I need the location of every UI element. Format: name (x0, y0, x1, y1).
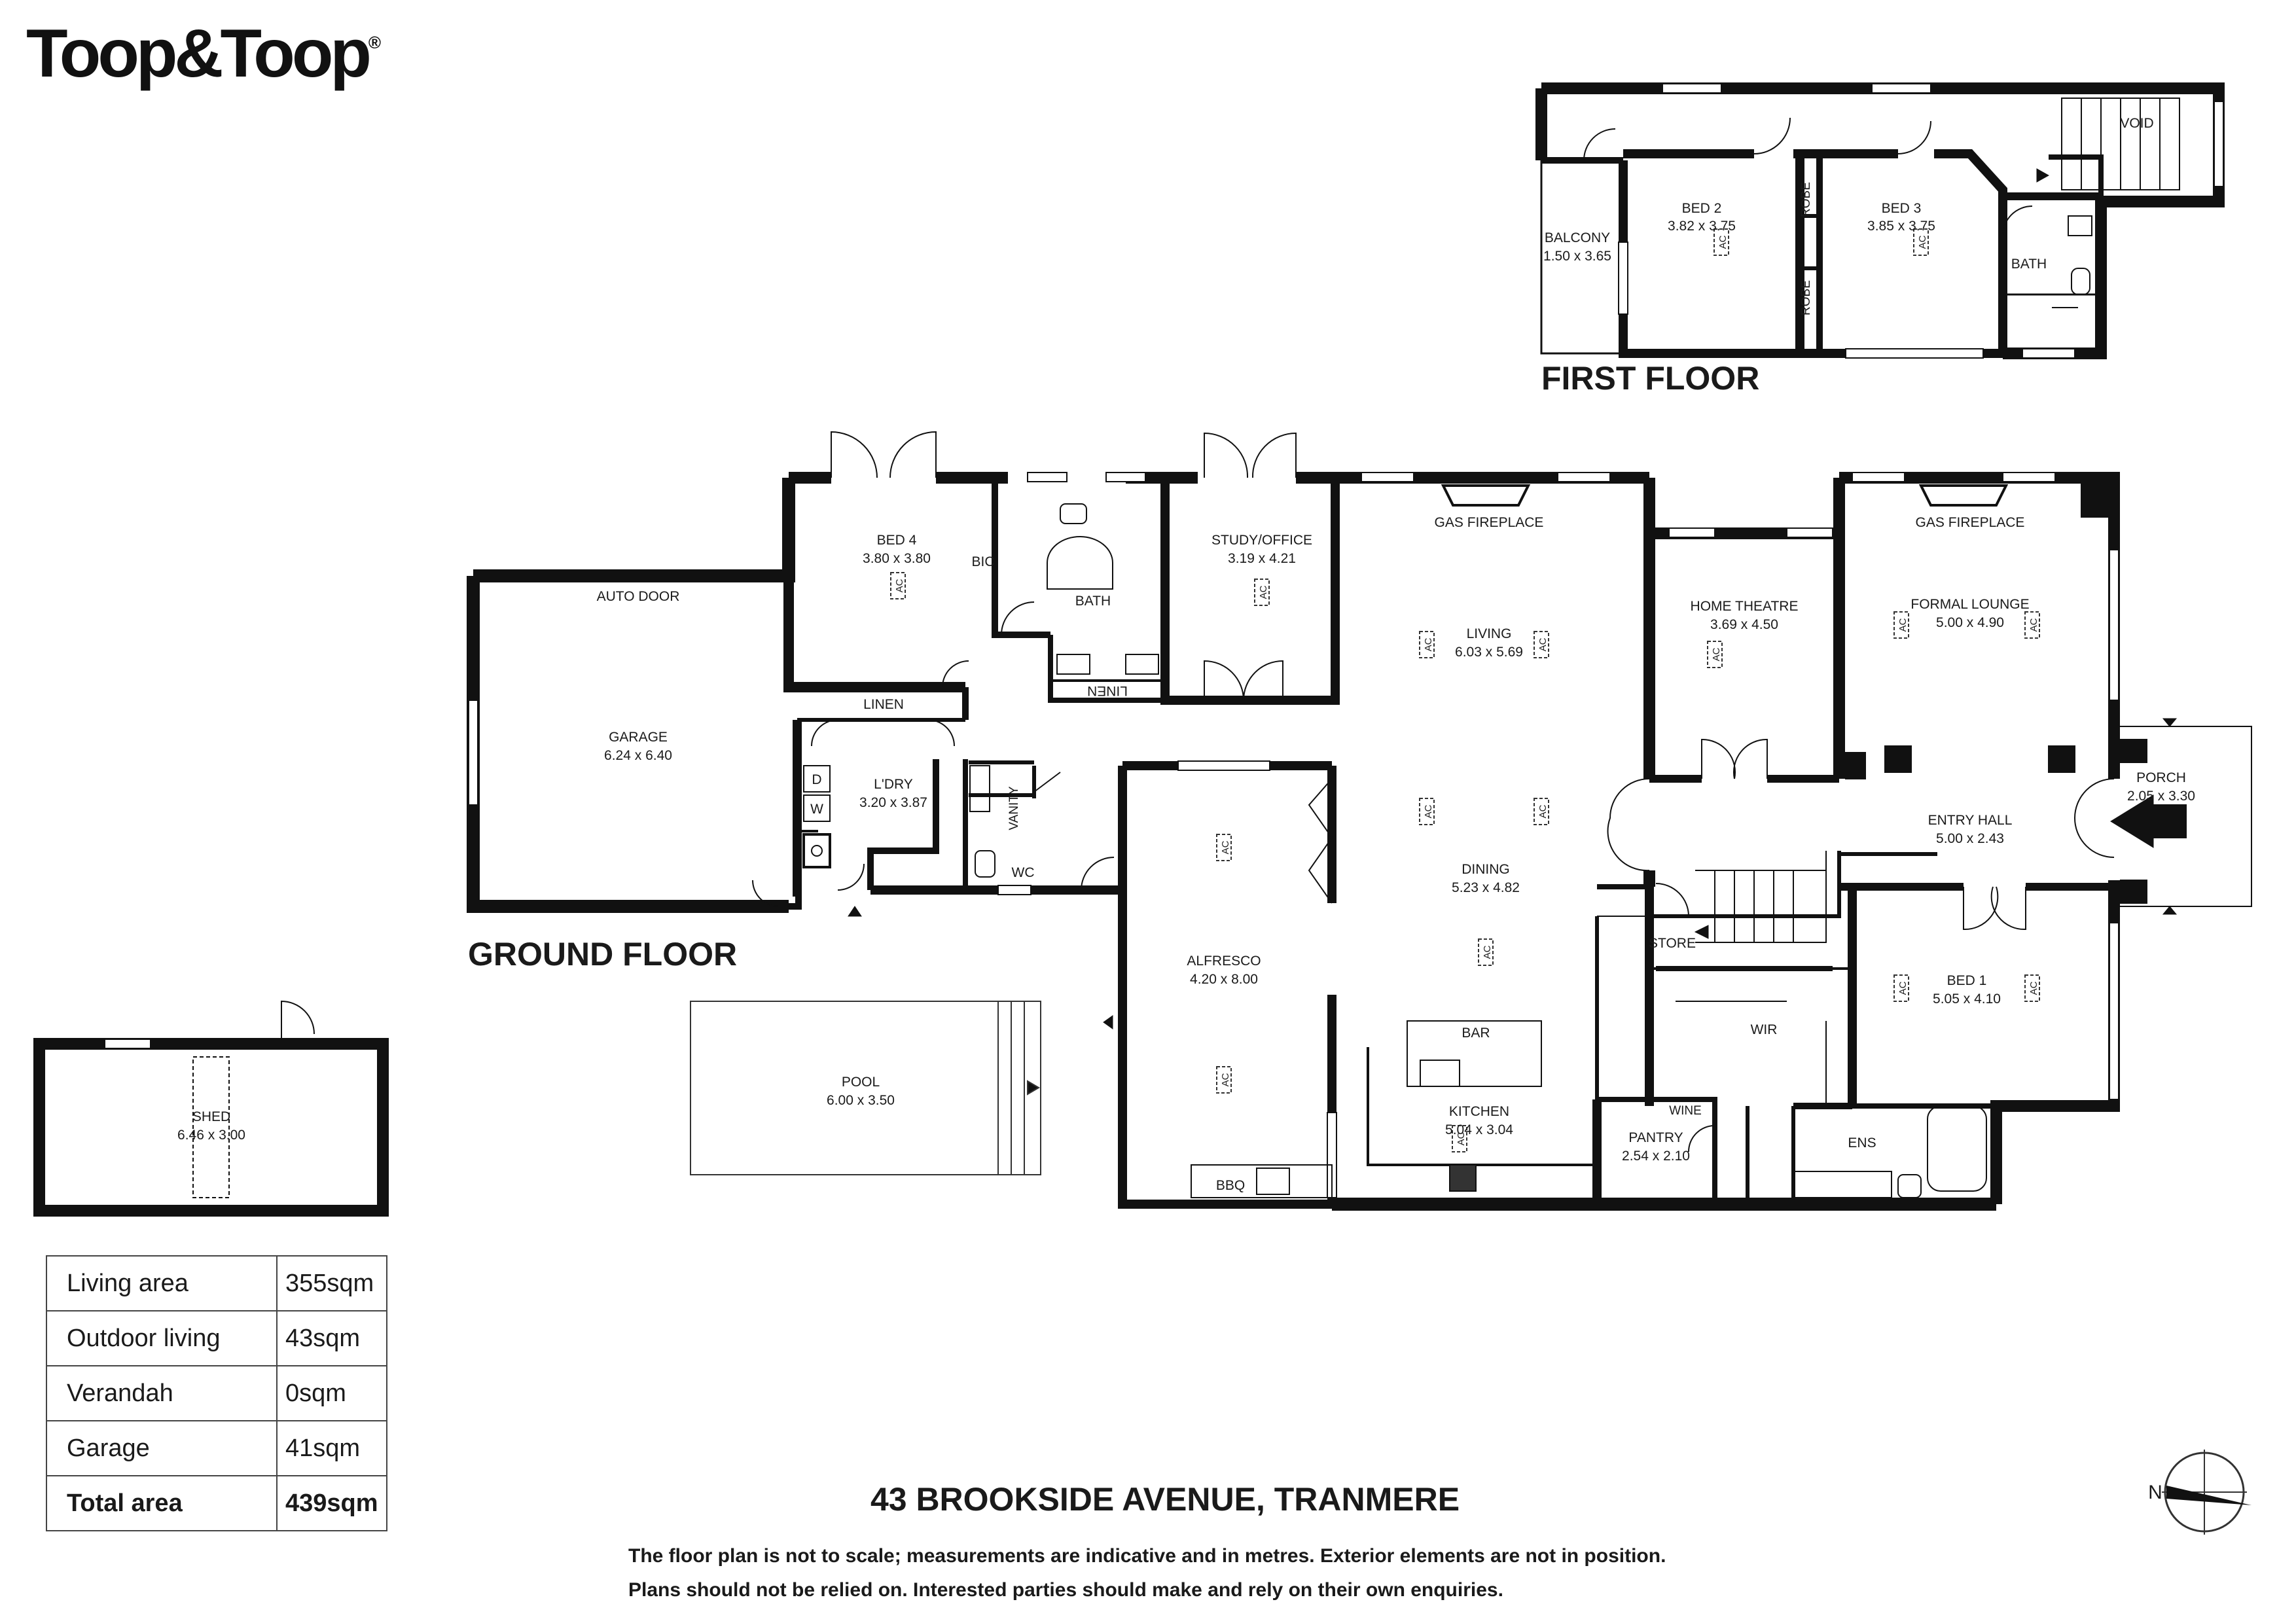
bed3-size: 3.85 x 3.75 (1867, 219, 1935, 234)
lower-bath-label: BATH (1075, 594, 1111, 609)
laundry-size: 3.20 x 3.87 (859, 795, 927, 810)
dining-size: 5.23 x 4.82 (1452, 880, 1520, 895)
registered-mark: ® (368, 33, 382, 52)
gas-fireplace-living-label: GAS FIREPLACE (1435, 515, 1544, 530)
alfresco-label: ALFRESCO (1187, 954, 1261, 969)
living-label: LIVING (1467, 626, 1512, 641)
pool-label: POOL (842, 1075, 880, 1090)
vanity-label: VANITY (1007, 786, 1021, 830)
shed-label: SHED (192, 1109, 230, 1124)
washer-label: W (810, 802, 823, 817)
disclaimer-line-1: The floor plan is not to scale; measurem… (628, 1545, 1666, 1567)
pantry-size: 2.54 x 2.10 (1622, 1149, 1690, 1164)
entry-hall-label: ENTRY HALL (1928, 813, 2013, 828)
porch-label: PORCH (2136, 770, 2186, 785)
room-labels: BALCONY 1.50 x 3.65 BED 2 3.82 x 3.75 BE… (177, 116, 2195, 1503)
home-theatre-label: HOME THEATRE (1691, 599, 1799, 614)
pantry-label: PANTRY (1628, 1130, 1683, 1145)
porch-size: 2.05 x 3.30 (2127, 789, 2195, 804)
compass-rose (2162, 1450, 2251, 1535)
floor-headings: FIRST FLOOR GROUND FLOOR (468, 360, 1759, 972)
store-label: STORE (1649, 936, 1696, 951)
bic-label: BIC (971, 554, 994, 569)
bar-label: BAR (1462, 1026, 1490, 1041)
area-label: Garage (46, 1420, 278, 1476)
kitchen-size: 5.04 x 3.04 (1445, 1122, 1513, 1137)
brand-logo: Toop&Toop® (26, 20, 381, 88)
bed2-size: 3.82 x 3.75 (1668, 219, 1736, 234)
dryer-label: D (812, 772, 821, 787)
robe-label-2: ROBE (1799, 280, 1813, 315)
area-value: 41sqm (276, 1420, 387, 1476)
first-floor-heading: FIRST FLOOR (1541, 360, 1759, 397)
auto-door-label: AUTO DOOR (597, 589, 680, 604)
formal-lounge-size: 5.00 x 4.90 (1936, 615, 2004, 630)
wir-label: WIR (1751, 1022, 1778, 1037)
garage-label: GARAGE (609, 730, 668, 745)
balcony-size: 1.50 x 3.65 (1543, 249, 1611, 264)
linen-label-1: LINEN (863, 697, 904, 712)
bed3-label: BED 3 (1882, 201, 1922, 216)
study-label: STUDY/OFFICE (1211, 533, 1312, 548)
formal-lounge-label: FORMAL LOUNGE (1910, 597, 2029, 612)
entry-hall-size: 5.00 x 2.43 (1936, 831, 2004, 846)
shed-plan (33, 1000, 389, 1217)
ground-floor-heading: GROUND FLOOR (468, 936, 737, 972)
bed4-label: BED 4 (877, 533, 917, 548)
compass-north-label: N (2148, 1482, 2162, 1503)
dining-label: DINING (1462, 862, 1510, 877)
bed1-size: 5.05 x 4.10 (1933, 991, 2001, 1007)
area-value: 0sqm (276, 1365, 387, 1421)
brand-logo-text: Toop&Toop (26, 16, 372, 92)
property-address: 43 BROOKSIDE AVENUE, TRANMERE (870, 1481, 1460, 1518)
home-theatre-size: 3.69 x 4.50 (1710, 617, 1778, 632)
area-label: Outdoor living (46, 1310, 278, 1366)
laundry-label: L'DRY (874, 777, 913, 792)
study-size: 3.19 x 4.21 (1228, 551, 1296, 566)
bed1-label: BED 1 (1947, 973, 1987, 988)
upper-bath-label: BATH (2011, 257, 2047, 272)
robe-label-1: ROBE (1799, 182, 1813, 217)
pool-size: 6.00 x 3.50 (827, 1093, 895, 1108)
bbq-label: BBQ (1216, 1178, 1245, 1193)
disclaimer-line-2: Plans should not be relied on. Intereste… (628, 1579, 1503, 1601)
area-value: 439sqm (276, 1475, 387, 1531)
bed2-label: BED 2 (1682, 201, 1722, 216)
void-label: VOID (2120, 116, 2153, 131)
garage-size: 6.24 x 6.40 (604, 748, 672, 763)
balcony-label: BALCONY (1545, 230, 1610, 245)
shed-size: 6.46 x 3.00 (177, 1128, 245, 1143)
wine-label: WINE (1669, 1104, 1702, 1118)
bed4-size: 3.80 x 3.80 (863, 551, 931, 566)
area-label: Verandah (46, 1365, 278, 1421)
pool-plan (690, 1001, 1041, 1175)
disclaimer: The floor plan is not to scale; measurem… (628, 1539, 1666, 1607)
linen-label-2: LINEN (1087, 683, 1128, 698)
area-value: 43sqm (276, 1310, 387, 1366)
first-floor-plan (1535, 82, 2225, 359)
kitchen-label: KITCHEN (1449, 1104, 1509, 1119)
area-label: Total area (46, 1475, 278, 1531)
ground-floor-plan (467, 431, 2252, 1211)
living-size: 6.03 x 5.69 (1455, 645, 1523, 660)
ens-label: ENS (1848, 1135, 1876, 1150)
gas-fireplace-lounge-label: GAS FIREPLACE (1916, 515, 2025, 530)
area-value: 355sqm (276, 1255, 387, 1311)
wc-label: WC (1012, 865, 1035, 880)
ac-units (890, 228, 2040, 1152)
area-label: Living area (46, 1255, 278, 1311)
alfresco-size: 4.20 x 8.00 (1190, 972, 1258, 987)
